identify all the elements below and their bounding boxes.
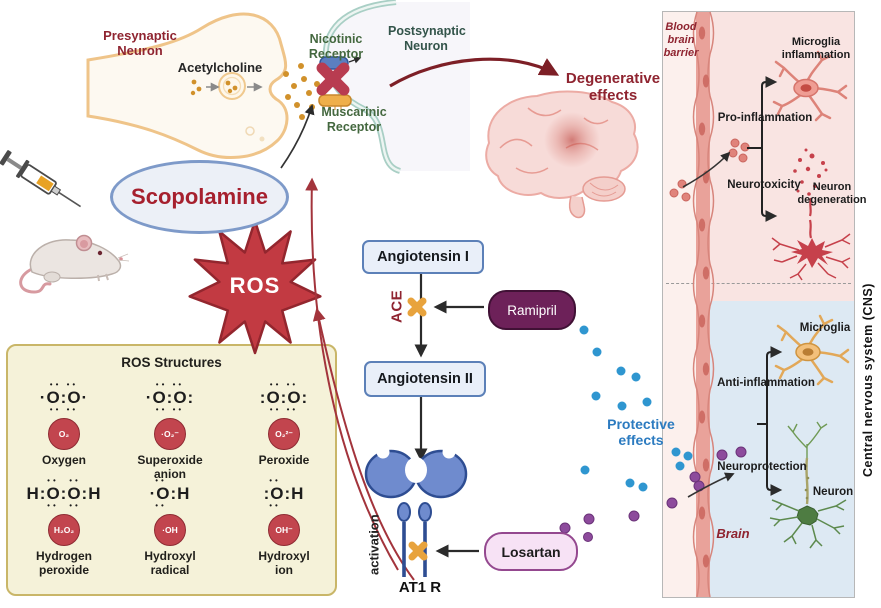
neuroprotection-label: Neuroprotection <box>717 461 807 473</box>
formula-chip: O₂ <box>48 418 80 450</box>
ros-structures-box: ROS Structures <box>6 344 337 596</box>
formula-chip: O₂²⁻ <box>268 418 300 450</box>
ros-structure-hydroxyl-ion: ••:O:H•• OH⁻ Hydroxyl ion <box>258 476 310 577</box>
activation-label: activation <box>366 514 382 576</box>
at1r-label: AT1 R <box>398 579 442 596</box>
degenerative-effects-label: Degenerative effects <box>565 70 661 105</box>
anti-inflammation-label: Anti-inflammation <box>717 377 815 389</box>
neuron-degeneration-label: Neuron degeneration <box>797 181 867 206</box>
postsynaptic-neuron-label: Postsynaptic Neuron <box>388 24 466 53</box>
ace-block-x-icon <box>405 295 429 319</box>
pathway-arrows <box>414 272 484 558</box>
formula-chip: OH⁻ <box>268 514 300 546</box>
region-divider-dashed-line <box>666 283 851 284</box>
presynaptic-neuron-label: Presynaptic Neuron <box>103 28 177 59</box>
mouse-icon <box>19 234 130 294</box>
ros-label: ROS <box>229 273 281 298</box>
muscarinic-receptor-label: Muscarinic Receptor <box>321 105 387 134</box>
protective-effects-label: Protective effects <box>607 416 675 449</box>
brain-label: Brain <box>716 526 750 541</box>
degenerative-effects-arrow <box>389 57 560 88</box>
angiotensin-ii-box: Angiotensin II <box>364 361 486 397</box>
losartan-pill: Losartan <box>484 532 578 571</box>
ace-label: ACE <box>388 289 406 323</box>
pro-inflammation-label: Pro-inflammation <box>717 112 813 124</box>
cns-panel <box>662 11 855 598</box>
ros-structures-title: ROS Structures <box>121 355 222 370</box>
neuron-label: Neuron <box>812 486 854 498</box>
blood-brain-barrier-label: Blood brain barrier <box>663 21 699 59</box>
ros-structure-superoxide: •• ••·O:O:•• •• ·O₂⁻ Superoxide anion <box>137 380 203 481</box>
receptor-block-x-icon <box>312 58 354 100</box>
angiotensin-i-box: Angiotensin I <box>362 240 484 274</box>
brain-icon <box>485 90 639 219</box>
scopolamine-bubble: Scopolamine <box>110 160 289 234</box>
nicotinic-receptor-label: Nicotinic Receptor <box>308 32 364 61</box>
formula-chip: H₂O₂ <box>48 514 80 546</box>
ros-structure-peroxide: •• ••:O:O:•• •• O₂²⁻ Peroxide <box>258 380 310 467</box>
ramipril-pill: Ramipril <box>488 290 576 330</box>
acetylcholine-label: Acetylcholine <box>177 60 263 75</box>
cns-axis-label: Central nervous system (CNS) <box>860 283 875 477</box>
microglia-inflammation-label: Microglia inflammation <box>781 36 851 61</box>
ros-structure-hydroxyl-radical: ••·O:H•• ·OH Hydroxyl radical <box>144 476 196 577</box>
microglia-label: Microglia <box>799 322 851 334</box>
formula-chip: ·OH <box>154 514 186 546</box>
ros-structure-oxygen: •• ••·O:O·•• •• O₂ Oxygen <box>39 380 89 467</box>
syringe-icon <box>0 150 82 208</box>
at1r-block-x-icon <box>406 539 430 563</box>
scopolamine-block-arrow <box>280 104 315 169</box>
ros-structure-hydrogen-peroxide: •• ••H:O:O:H•• •• H₂O₂ Hydrogen peroxide <box>26 476 102 577</box>
protective-region <box>709 301 854 597</box>
formula-chip: ·O₂⁻ <box>154 418 186 450</box>
